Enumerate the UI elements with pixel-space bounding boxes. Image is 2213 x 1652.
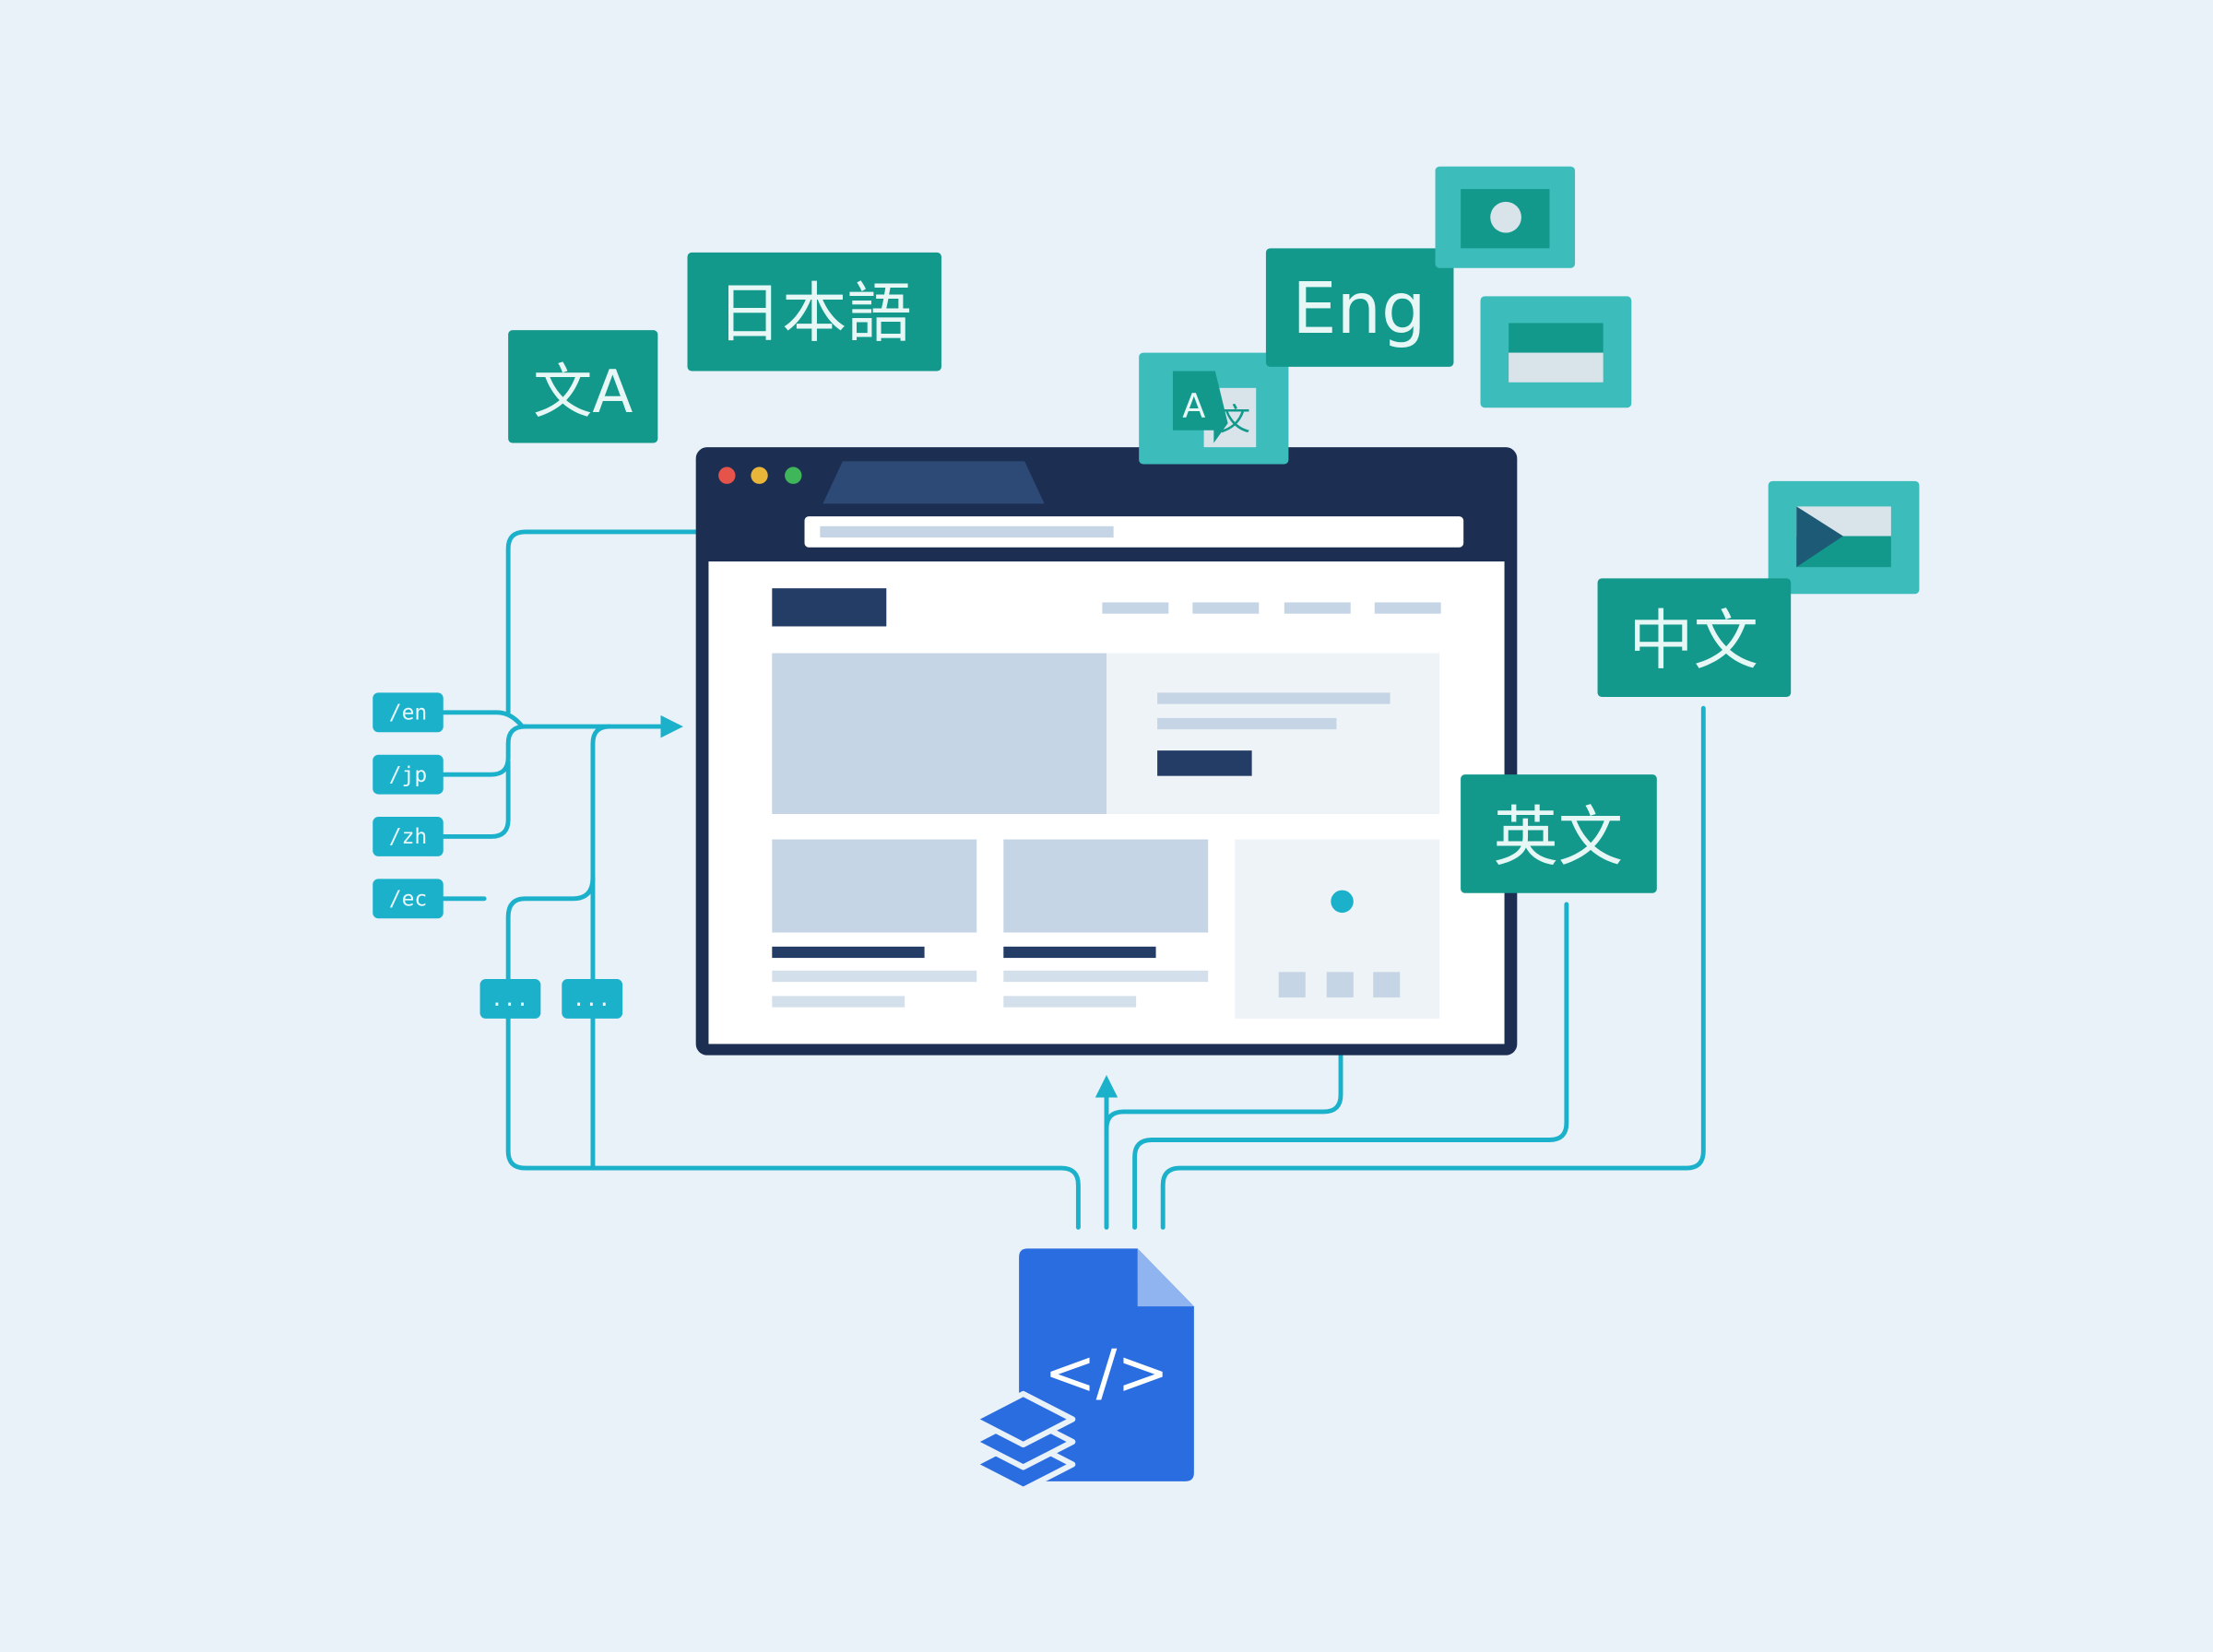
nav-links[interactable]	[1102, 602, 1441, 614]
translate-icon: A 文	[1139, 352, 1289, 465]
close-dot[interactable]	[718, 466, 736, 484]
hero-button[interactable]	[1157, 750, 1252, 776]
injection-point	[1331, 890, 1354, 914]
svg-text:/ec: /ec	[389, 887, 427, 911]
address-bar[interactable]	[804, 516, 1464, 548]
tag-english-zh: 英文	[1461, 774, 1657, 893]
svg-text:文: 文	[1219, 402, 1250, 438]
route-label-en[interactable]: /en	[373, 692, 444, 733]
browser-tab[interactable]	[822, 461, 1045, 504]
card-image	[1003, 839, 1209, 933]
svg-text:Eng: Eng	[1292, 268, 1426, 350]
svg-text:日本語: 日本語	[717, 276, 912, 351]
svg-text:中文: 中文	[1628, 603, 1758, 678]
svg-text:...: ...	[573, 987, 610, 1011]
route-label-ec[interactable]: /ec	[373, 879, 444, 919]
flag-triangle-icon	[1768, 480, 1920, 595]
layers-stack-icon	[971, 1390, 1076, 1493]
tag-japanese: 日本語	[687, 252, 941, 372]
svg-text:A: A	[1182, 386, 1205, 426]
card-image	[772, 839, 977, 933]
hero-image	[772, 653, 1106, 814]
site-logo	[772, 588, 887, 627]
flag-stripes-icon	[1480, 296, 1632, 408]
svg-text:</>: </>	[1044, 1337, 1169, 1409]
route-label-jp[interactable]: /jp	[373, 754, 444, 795]
svg-text:/zh: /zh	[389, 825, 427, 849]
minimize-dot[interactable]	[751, 466, 768, 484]
route-label-zh[interactable]: /zh	[373, 817, 444, 856]
flag-circle-icon	[1435, 166, 1576, 268]
more-node[interactable]: ...	[562, 979, 623, 1019]
svg-text:/jp: /jp	[389, 763, 427, 787]
more-node[interactable]: ...	[479, 979, 541, 1019]
browser-window	[695, 447, 1518, 1056]
tag-chinese: 中文	[1597, 578, 1792, 697]
svg-text:英文: 英文	[1493, 799, 1623, 875]
maximize-dot[interactable]	[785, 466, 802, 484]
connector-lines	[441, 520, 1706, 1230]
svg-text:文A: 文A	[533, 358, 633, 427]
tag-english: Eng	[1265, 248, 1454, 367]
svg-text:/en: /en	[389, 701, 427, 725]
tag-translate-symbol: 文A	[508, 330, 658, 443]
svg-text:...: ...	[491, 987, 528, 1011]
